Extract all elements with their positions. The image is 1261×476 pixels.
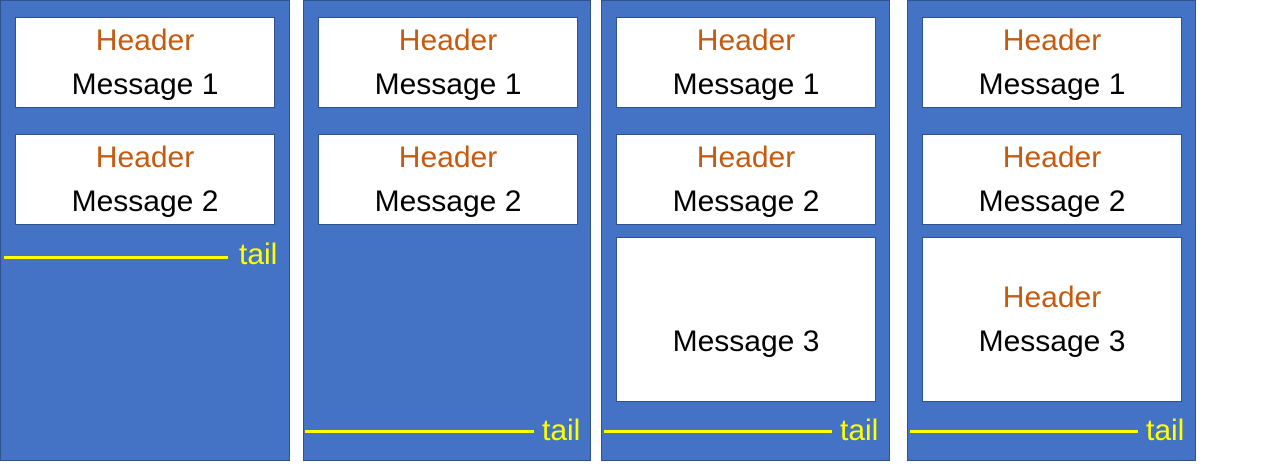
message-box-3: Message 3 (616, 237, 876, 402)
message-text: Message 1 (978, 67, 1126, 101)
tail-label: tail (840, 414, 879, 447)
message-text: Message 1 (672, 67, 820, 101)
message-box-2: Header Message 2 (922, 134, 1182, 225)
message-box-2: Header Message 2 (616, 134, 876, 225)
buffer-panel-2: Header Message 1 Header Message 2 (303, 0, 591, 461)
tail-line (4, 256, 228, 259)
message-header: Header (696, 140, 796, 174)
message-text: Message 2 (374, 184, 522, 218)
message-header: Header (95, 23, 195, 57)
message-header: Header (95, 140, 195, 174)
message-box-1: Header Message 1 (616, 17, 876, 108)
message-box-2: Header Message 2 (318, 134, 578, 225)
buffer-panel-1: Header Message 1 Header Message 2 (0, 0, 290, 461)
message-box-2: Header Message 2 (15, 134, 275, 225)
message-header: Header (696, 23, 796, 57)
buffer-panel-3: Header Message 1 Header Message 2 Messag… (601, 0, 890, 461)
message-box-1: Header Message 1 (318, 17, 578, 108)
message-text: Message 3 (672, 325, 820, 358)
message-header: Header (1002, 140, 1102, 174)
buffer-panel-4: Header Message 1 Header Message 2 Header… (907, 0, 1196, 461)
tail-label: tail (239, 238, 278, 271)
message-header: Header (398, 140, 498, 174)
message-text: Message 3 (978, 325, 1126, 358)
message-box-1: Header Message 1 (922, 17, 1182, 108)
message-text: Message 2 (672, 184, 820, 218)
tail-line (305, 430, 534, 433)
message-text: Message 2 (71, 184, 219, 218)
message-text: Message 1 (71, 67, 219, 101)
message-text: Message 1 (374, 67, 522, 101)
tail-label: tail (1146, 414, 1185, 447)
message-header: Header (398, 23, 498, 57)
message-header: Header (1002, 23, 1102, 57)
message-header: Header (1002, 281, 1102, 314)
message-box-3: Header Message 3 (922, 237, 1182, 402)
message-text: Message 2 (978, 184, 1126, 218)
tail-label: tail (542, 414, 581, 447)
tail-line (604, 430, 832, 433)
tail-line (910, 430, 1138, 433)
message-box-1: Header Message 1 (15, 17, 275, 108)
